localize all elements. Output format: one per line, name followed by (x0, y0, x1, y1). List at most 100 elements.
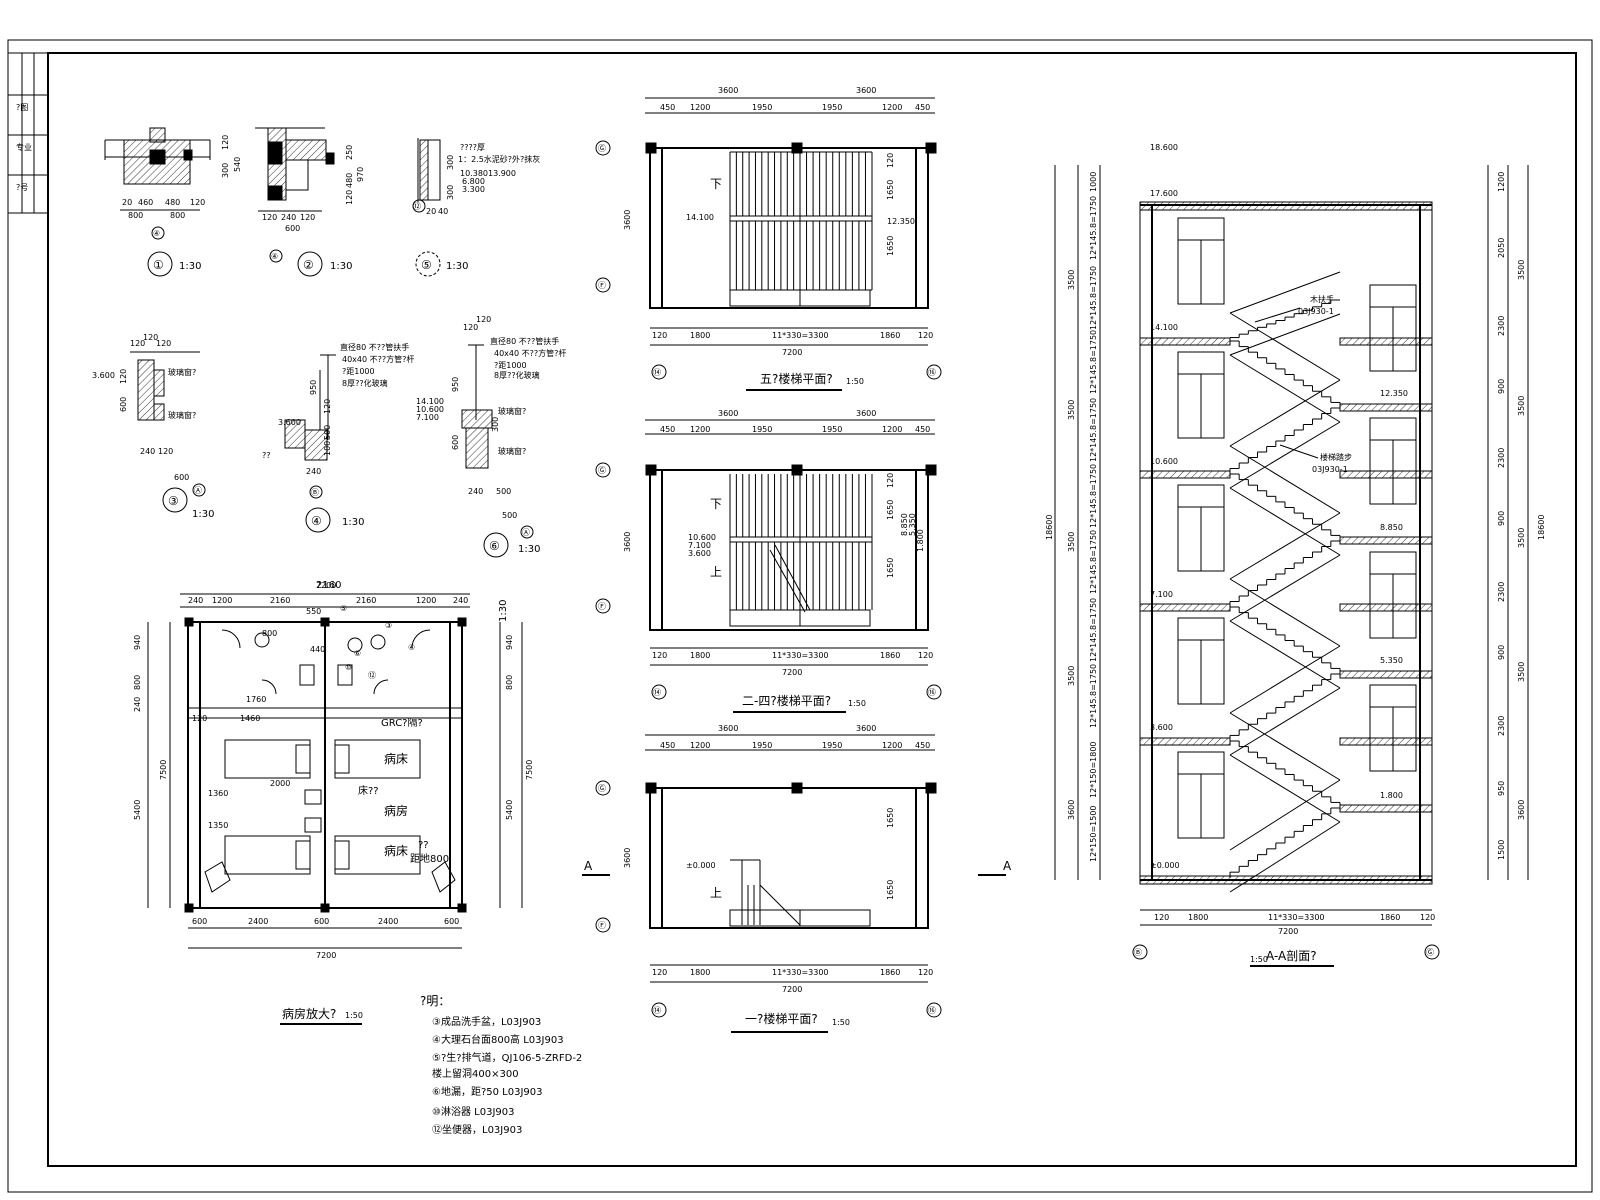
grid-bubble: Ⓕ (598, 602, 606, 611)
dim-text: 3600 (718, 409, 738, 418)
dim-text: 300 (491, 417, 500, 432)
grid-bubble: Ⓖ (598, 466, 606, 475)
note-item: ⑫坐便器，L03J903 (432, 1123, 522, 1136)
dim-text: 600 (444, 917, 459, 926)
grid-bubble: Ⓖ (1426, 948, 1434, 957)
note-item: ⑥地漏，距?50 L03J903 (432, 1085, 543, 1098)
level-text: 7.100 (1150, 590, 1173, 599)
detail-tag: ④ (311, 514, 322, 528)
detail-note: ?? (262, 451, 271, 460)
room-label: 病房 (384, 803, 408, 818)
section-stair-flights (1229, 271, 1341, 893)
level-text: 1.800 (1380, 791, 1403, 800)
stair-tread (1229, 821, 1341, 893)
dim-text: 800 (170, 211, 185, 220)
dim-text: 18600 (1537, 515, 1546, 540)
dim-text: 3600 (623, 848, 632, 868)
detail-note: 10.38013.900 (460, 169, 516, 178)
dim-text: 1200 (882, 103, 902, 112)
dim-text: 7200 (782, 985, 802, 994)
level-text: 5.350 (1380, 656, 1403, 665)
dim-text: 1650 (886, 808, 895, 828)
dim-text: 1950 (822, 425, 842, 434)
dim-text: 1200 (882, 425, 902, 434)
dim-text: 1950 (752, 425, 772, 434)
stair-tread (1229, 354, 1341, 423)
dim-text: 450 (660, 425, 675, 434)
note-item: ④大理石台面800高 L03J903 (432, 1033, 564, 1046)
sheet-outer-border (7, 39, 1593, 1193)
dim-text: 3600 (718, 86, 738, 95)
dim-text: 120 (158, 447, 173, 456)
title-block-row: 专业 (16, 142, 32, 152)
dim-text: 600 (285, 224, 300, 233)
dim-text: 1200 (416, 596, 436, 605)
dim-text: 3600 (1517, 800, 1526, 820)
detail-6: 120 120 直径80 不??管扶手 40x40 不??方管?杆 ?距1000… (416, 315, 566, 558)
grid-bubble: ④ (271, 252, 278, 261)
dim-text: 900 (1497, 511, 1506, 526)
room-label: 病床 (384, 751, 408, 766)
stair-plan-2-4f: 3600 3600 450 1200 1950 1950 1200 450 下 … (595, 409, 942, 713)
dim-text: 450 (915, 103, 930, 112)
dim-text: 7200 (316, 951, 336, 960)
room-label: 病床 (384, 843, 408, 858)
dim-text: 11*330=3300 (1268, 913, 1325, 922)
dim-text: 1760 (246, 695, 266, 704)
dim-text: 1650 (886, 880, 895, 900)
level-text: 14.100 (416, 397, 444, 406)
dim-text: 120 (652, 331, 667, 340)
dim-text: 11*330=3300 (772, 968, 829, 977)
dim-text: 1650 (886, 180, 895, 200)
dim-text: 540 (233, 157, 242, 172)
general-notes: ?明： ③成品洗手盆，L03J903 ④大理石台面800高 L03J903 ⑤?… (420, 994, 582, 1136)
dim-text: 600 (451, 435, 460, 450)
dim-text: 2050 (1497, 238, 1506, 258)
callout-text: 03J930-1 (1298, 307, 1334, 316)
callout-text: 03J930-1 (1312, 465, 1348, 474)
dim-text: 2160 (270, 596, 290, 605)
dim-text: 20 (426, 207, 436, 216)
dim-text: 7200 (316, 581, 336, 590)
grid-bubble: ⑭ (653, 1006, 661, 1015)
grid-bubble: ⑭ (653, 368, 661, 377)
dim-text: 3500 (1067, 400, 1076, 420)
dim-text: 3600 (623, 210, 632, 230)
dim-text: 7200 (782, 668, 802, 677)
dim-text: 250 (345, 145, 354, 160)
plan-title: 一?楼梯平面? (745, 1011, 818, 1026)
dim-text: 120 (323, 399, 332, 414)
dim-text: 120 (300, 213, 315, 222)
note-item: ③成品洗手盆，L03J903 (432, 1015, 541, 1028)
detail-tag: ⑤ (421, 258, 432, 272)
dim-text: 120 (190, 198, 205, 207)
dim-text: 450 (915, 425, 930, 434)
dim-text: 12*145.8=1750 (1089, 664, 1098, 728)
title-block-row: ?号 (16, 183, 28, 192)
dim-text: 120 (221, 135, 230, 150)
plan-scale: 1:50 (848, 699, 866, 708)
grid-bubble: ④ (153, 229, 160, 238)
grid-bubble: ⑯ (928, 1006, 936, 1015)
level-text: 1.800 (916, 529, 925, 552)
dim-text: 2300 (1497, 582, 1506, 602)
dim-text: 240 (188, 596, 203, 605)
dim-text: 12*145.8=1750 (1089, 266, 1098, 330)
plan-title: 二-四?楼梯平面? (742, 693, 831, 708)
detail-scale: 1:30 (342, 517, 364, 528)
detail-scale: 1:30 (518, 544, 540, 555)
dim-text: 12*145.8=1750 (1089, 330, 1098, 394)
detail-note: 直径80 不??管扶手 (340, 342, 409, 352)
plan-title: 五?楼梯平面? (760, 371, 833, 386)
grid-bubble: Ⓕ (598, 281, 606, 290)
room-label: 距地800 (410, 852, 449, 865)
dim-text: 1950 (752, 741, 772, 750)
detail-1: 20 460 480 120 800 800 120 300 540 ④ ① 1… (104, 127, 242, 277)
dim-text: 300 (221, 163, 230, 178)
dim-text: 2300 (1497, 448, 1506, 468)
fixture-tag: ⑥ (354, 649, 361, 658)
dim-text: 480 (165, 198, 180, 207)
level-text: 17.600 (1150, 189, 1178, 198)
fixture-tag: ③ (385, 621, 392, 630)
